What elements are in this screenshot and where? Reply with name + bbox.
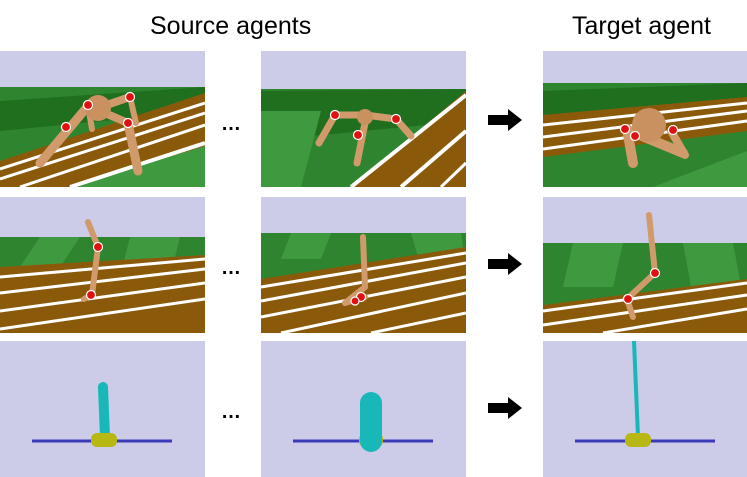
target-pendulum-panel (543, 341, 747, 477)
target-agent-title: Target agent (572, 12, 711, 40)
source-ant-panel-2 (261, 51, 466, 187)
right-arrow-icon (488, 253, 522, 280)
source-pendulum-panel-2 (261, 341, 466, 477)
source-ant-panel-1 (0, 51, 205, 187)
source-agents-title: Source agents (150, 12, 312, 40)
source-pendulum-panel-1 (0, 341, 205, 477)
row-2-ellipsis: … (221, 257, 242, 279)
target-hopper-panel (543, 197, 747, 333)
row-3-ellipsis: … (221, 401, 242, 423)
right-arrow-icon (488, 109, 522, 136)
target-ant-panel (543, 51, 747, 187)
row-1-ellipsis: … (221, 113, 242, 135)
source-hopper-panel-1 (0, 197, 205, 333)
right-arrow-icon (488, 397, 522, 424)
source-hopper-panel-2 (261, 197, 466, 333)
